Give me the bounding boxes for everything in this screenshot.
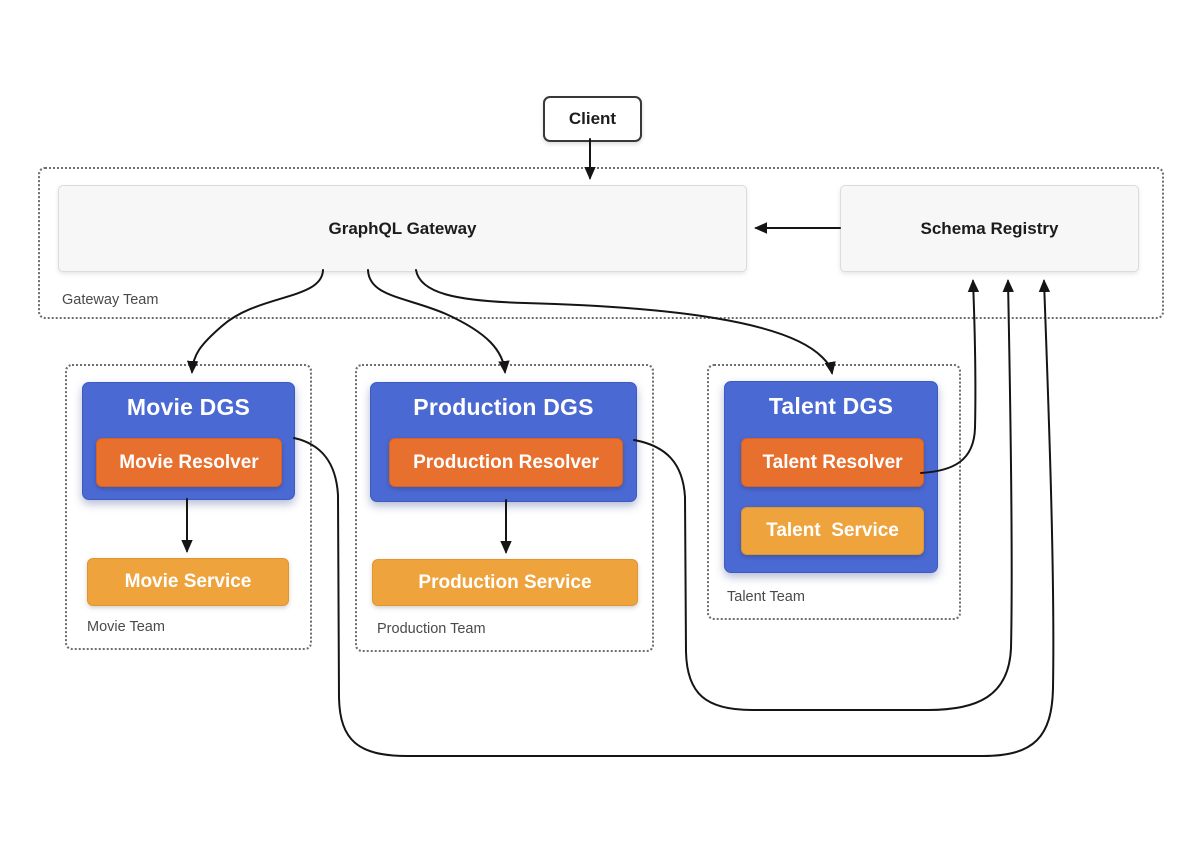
movie-service-node: Movie Service xyxy=(87,558,289,606)
talent-resolver-label: Talent Resolver xyxy=(762,451,903,473)
movie-dgs-node: Movie DGS Movie Resolver xyxy=(82,382,295,500)
production-team-label: Production Team xyxy=(377,621,486,637)
talent-team-label: Talent Team xyxy=(727,589,805,605)
graphql-gateway-node: GraphQL Gateway xyxy=(58,185,747,272)
talent-service-node: Talent Service xyxy=(741,507,924,555)
talent-dgs-label: Talent DGS xyxy=(768,393,894,419)
movie-service-label: Movie Service xyxy=(124,571,252,592)
production-service-node: Production Service xyxy=(372,559,638,606)
production-dgs-node: Production DGS Production Resolver xyxy=(370,382,637,502)
production-resolver-label: Production Resolver xyxy=(413,451,599,473)
schema-registry-node: Schema Registry xyxy=(840,185,1139,272)
movie-resolver-node: Movie Resolver xyxy=(96,438,282,487)
production-resolver-node: Production Resolver xyxy=(389,438,623,487)
production-service-label: Production Service xyxy=(418,571,592,593)
production-dgs-label: Production DGS xyxy=(413,394,594,420)
talent-service-label: Talent Service xyxy=(766,520,899,541)
client-label: Client xyxy=(568,109,617,128)
movie-team-label: Movie Team xyxy=(87,619,165,635)
graphql-gateway-label: GraphQL Gateway xyxy=(328,218,477,238)
client-node: Client xyxy=(543,96,642,142)
gateway-team-label: Gateway Team xyxy=(62,292,159,308)
talent-dgs-node: Talent DGS Talent Resolver Talent Servic… xyxy=(724,381,938,573)
movie-resolver-label: Movie Resolver xyxy=(119,451,259,473)
talent-resolver-node: Talent Resolver xyxy=(741,438,924,487)
schema-registry-label: Schema Registry xyxy=(920,218,1059,238)
movie-dgs-label: Movie DGS xyxy=(126,394,251,420)
